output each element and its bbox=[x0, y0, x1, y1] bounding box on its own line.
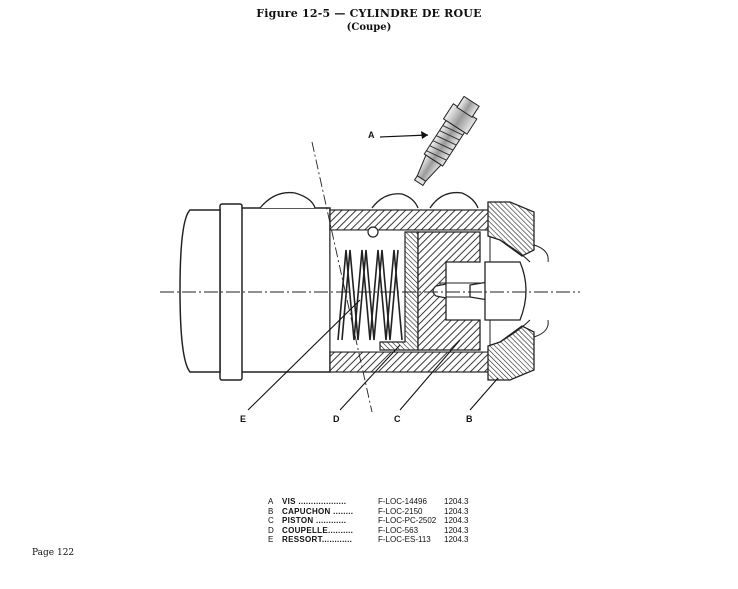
figure-subtitle: (Coupe) bbox=[346, 22, 392, 33]
page-number: Page 122 bbox=[32, 548, 75, 558]
legend-reference: F-LOC-2150 bbox=[378, 506, 423, 516]
legend-letter: B bbox=[268, 506, 274, 516]
callout-c: C bbox=[394, 414, 401, 424]
legend-letter: E bbox=[268, 535, 274, 545]
legend-row: D COUPELLE.......... F-LOC-563 1204.3 bbox=[268, 526, 474, 536]
legend-row: B CAPUCHON ........ F-LOC-2150 1204.3 bbox=[268, 507, 474, 517]
legend-number: 1204.3 bbox=[444, 497, 469, 506]
legend-reference: F-LOC-563 bbox=[378, 525, 419, 535]
legend-part-name: VIS ................... bbox=[282, 497, 347, 506]
legend-number: 1204.3 bbox=[444, 525, 469, 535]
push-rod-part bbox=[432, 261, 527, 321]
legend-letter: D bbox=[268, 525, 274, 535]
callout-a: A bbox=[368, 130, 375, 140]
legend-letter: A bbox=[268, 497, 274, 506]
legend-row: A VIS ................... F-LOC-14496 12… bbox=[268, 497, 474, 507]
callout-b: B bbox=[466, 414, 473, 424]
parts-legend: A VIS ................... F-LOC-14496 12… bbox=[268, 497, 474, 545]
legend-number: 1204.3 bbox=[444, 506, 469, 516]
bleed-screw-part bbox=[379, 95, 480, 187]
legend-reference: F-LOC-ES-113 bbox=[378, 535, 431, 545]
legend-part-name: PISTON ............ bbox=[282, 516, 347, 526]
section-plane-line bbox=[311, 141, 373, 413]
dust-cap-part bbox=[487, 201, 549, 381]
spring-part bbox=[337, 249, 403, 341]
legend-part-name: COUPELLE.......... bbox=[282, 525, 354, 535]
leader-lines bbox=[247, 299, 499, 411]
legend-number: 1204.3 bbox=[444, 516, 469, 526]
callout-e: E bbox=[240, 414, 247, 424]
legend-part-name: RESSORT............ bbox=[282, 535, 353, 545]
callout-d: D bbox=[333, 414, 340, 424]
legend-reference: F-LOC-14496 bbox=[378, 497, 427, 506]
legend-part-name: CAPUCHON ........ bbox=[282, 506, 354, 516]
legend-letter: C bbox=[268, 516, 274, 526]
legend-row: E RESSORT............ F-LOC-ES-113 1204.… bbox=[268, 535, 474, 545]
figure-title: Figure 12-5 — CYLINDRE DE ROUE bbox=[256, 7, 482, 20]
legend-number: 1204.3 bbox=[444, 535, 469, 545]
legend-row: C PISTON ............ F-LOC-PC-2502 1204… bbox=[268, 516, 474, 526]
legend-reference: F-LOC-PC-2502 bbox=[378, 516, 437, 526]
